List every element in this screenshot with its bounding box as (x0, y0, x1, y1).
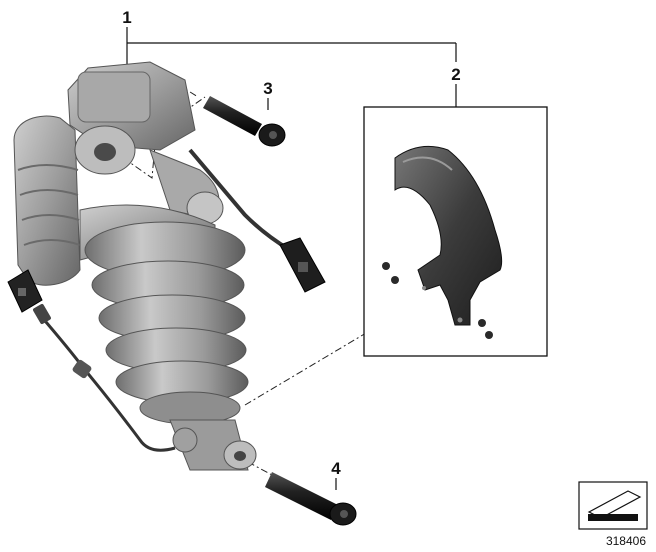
shock-absorber (13, 61, 257, 471)
callout-2: 2 (451, 65, 460, 84)
screws (382, 262, 493, 339)
callout-4: 4 (331, 459, 341, 478)
spring (84, 221, 249, 425)
bolt-3 (203, 96, 286, 147)
actuator-cable (188, 148, 326, 293)
sensor-cable-left (7, 269, 176, 452)
callout-1: 1 (122, 8, 131, 27)
fender-guard (394, 145, 503, 326)
reference-icon (578, 481, 648, 530)
callout-3: 3 (263, 79, 272, 98)
image-number: 318406 (606, 534, 646, 548)
leader-lines (126, 27, 457, 490)
bolt-4 (265, 472, 357, 526)
